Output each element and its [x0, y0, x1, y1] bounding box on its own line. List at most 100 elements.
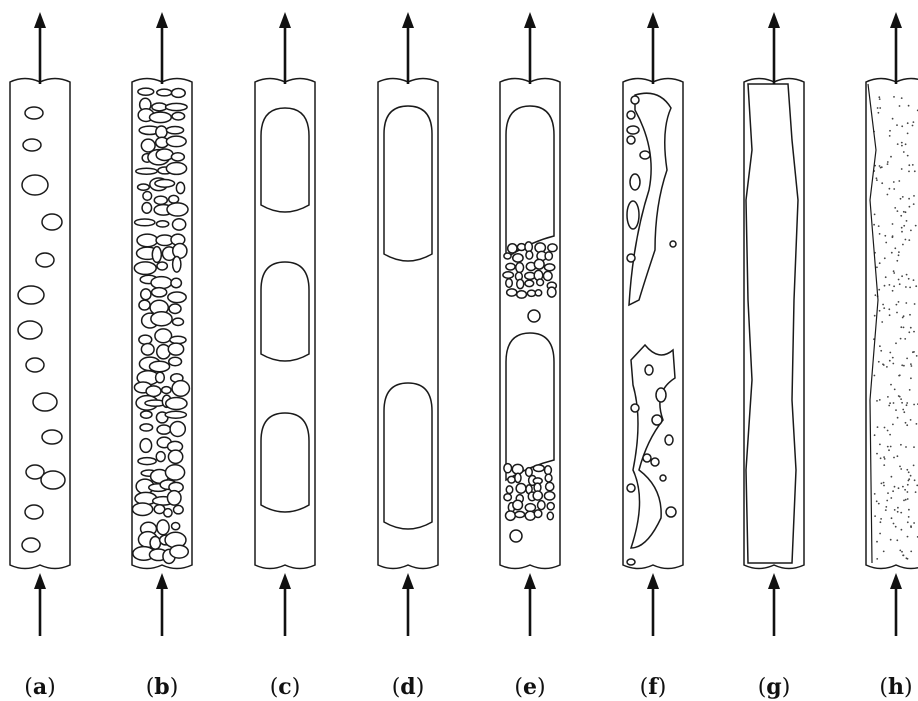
- inflow-arrow-head: [647, 573, 659, 589]
- droplet: [881, 321, 883, 323]
- droplet: [903, 327, 905, 329]
- droplet: [912, 164, 914, 166]
- bubble: [543, 271, 552, 280]
- droplet: [881, 182, 883, 184]
- taylor-bubble: [261, 413, 309, 512]
- bubble: [631, 404, 639, 412]
- droplet: [887, 163, 889, 165]
- inflow-arrow-head: [402, 573, 414, 589]
- droplet: [892, 363, 894, 365]
- droplet: [901, 142, 903, 144]
- bubble: [172, 381, 189, 397]
- droplet: [879, 262, 881, 264]
- droplet: [896, 304, 898, 306]
- bubble: [167, 491, 181, 505]
- droplet: [879, 107, 881, 109]
- bubble: [525, 242, 532, 252]
- droplet: [893, 285, 895, 287]
- inflow-arrow-head: [279, 573, 291, 589]
- droplet: [908, 478, 910, 480]
- droplet: [908, 105, 910, 107]
- bubble: [171, 278, 181, 287]
- droplet: [885, 509, 887, 511]
- panel-f: (f): [623, 12, 683, 700]
- bubble: [627, 254, 635, 262]
- bubble: [154, 196, 167, 204]
- droplet: [878, 225, 880, 227]
- droplet: [884, 285, 886, 287]
- droplet: [903, 365, 905, 367]
- droplet: [888, 405, 890, 407]
- inflow-arrow-head: [524, 573, 536, 589]
- droplet: [907, 536, 909, 538]
- droplet: [892, 290, 894, 292]
- droplet: [891, 517, 893, 519]
- pipe-wall: [10, 79, 70, 569]
- droplet: [892, 118, 894, 120]
- droplet: [910, 475, 912, 477]
- droplet: [901, 529, 903, 531]
- outflow-arrow-head: [34, 12, 46, 28]
- droplet: [880, 457, 882, 459]
- droplet: [889, 434, 891, 436]
- bubble: [666, 507, 676, 517]
- panel-label-h: (h): [879, 674, 912, 700]
- droplet: [916, 355, 918, 357]
- droplet: [874, 434, 876, 436]
- bubble: [527, 290, 535, 296]
- droplet: [878, 503, 880, 505]
- bubble: [505, 511, 515, 520]
- droplet: [893, 96, 895, 98]
- droplet: [903, 225, 905, 227]
- bubble: [156, 149, 173, 161]
- droplet: [913, 331, 915, 333]
- droplet: [913, 279, 915, 281]
- bubble: [173, 256, 181, 272]
- droplet: [899, 466, 901, 468]
- droplet: [900, 326, 902, 328]
- bubble: [149, 361, 169, 371]
- droplet: [895, 342, 897, 344]
- bubble: [525, 504, 535, 512]
- inflow-arrow-head: [156, 573, 168, 589]
- droplet: [889, 188, 891, 190]
- droplet: [883, 485, 885, 487]
- bubble: [547, 287, 556, 297]
- droplet: [893, 523, 895, 525]
- droplet: [881, 483, 883, 485]
- droplet: [908, 516, 910, 518]
- bubble: [510, 530, 522, 542]
- droplet: [914, 170, 916, 172]
- droplet: [909, 314, 911, 316]
- bubble: [640, 151, 650, 159]
- bubble: [651, 458, 659, 466]
- bubble: [168, 343, 183, 355]
- bubble: [140, 439, 152, 453]
- droplet: [913, 522, 915, 524]
- droplet: [907, 155, 909, 157]
- bubble: [169, 357, 182, 365]
- droplet: [915, 225, 917, 227]
- droplet: [903, 151, 905, 153]
- bubble: [166, 126, 183, 133]
- droplet: [897, 417, 899, 419]
- inflow-arrow-head: [768, 573, 780, 589]
- droplet: [887, 161, 889, 163]
- bubble: [645, 365, 653, 375]
- bubble: [627, 559, 635, 565]
- bubble: [508, 244, 517, 253]
- bubble: [516, 483, 526, 493]
- bubble: [33, 393, 57, 411]
- bubble: [42, 430, 62, 444]
- bubble: [174, 505, 184, 514]
- droplet: [898, 254, 900, 256]
- bubble: [506, 263, 515, 270]
- taylor-bubble: [261, 262, 309, 361]
- taylor-bubble: [506, 106, 554, 258]
- droplet: [914, 303, 916, 305]
- droplet: [894, 509, 896, 511]
- bubble: [627, 484, 635, 492]
- droplet: [904, 489, 906, 491]
- bubble: [630, 174, 640, 190]
- droplet: [901, 227, 903, 229]
